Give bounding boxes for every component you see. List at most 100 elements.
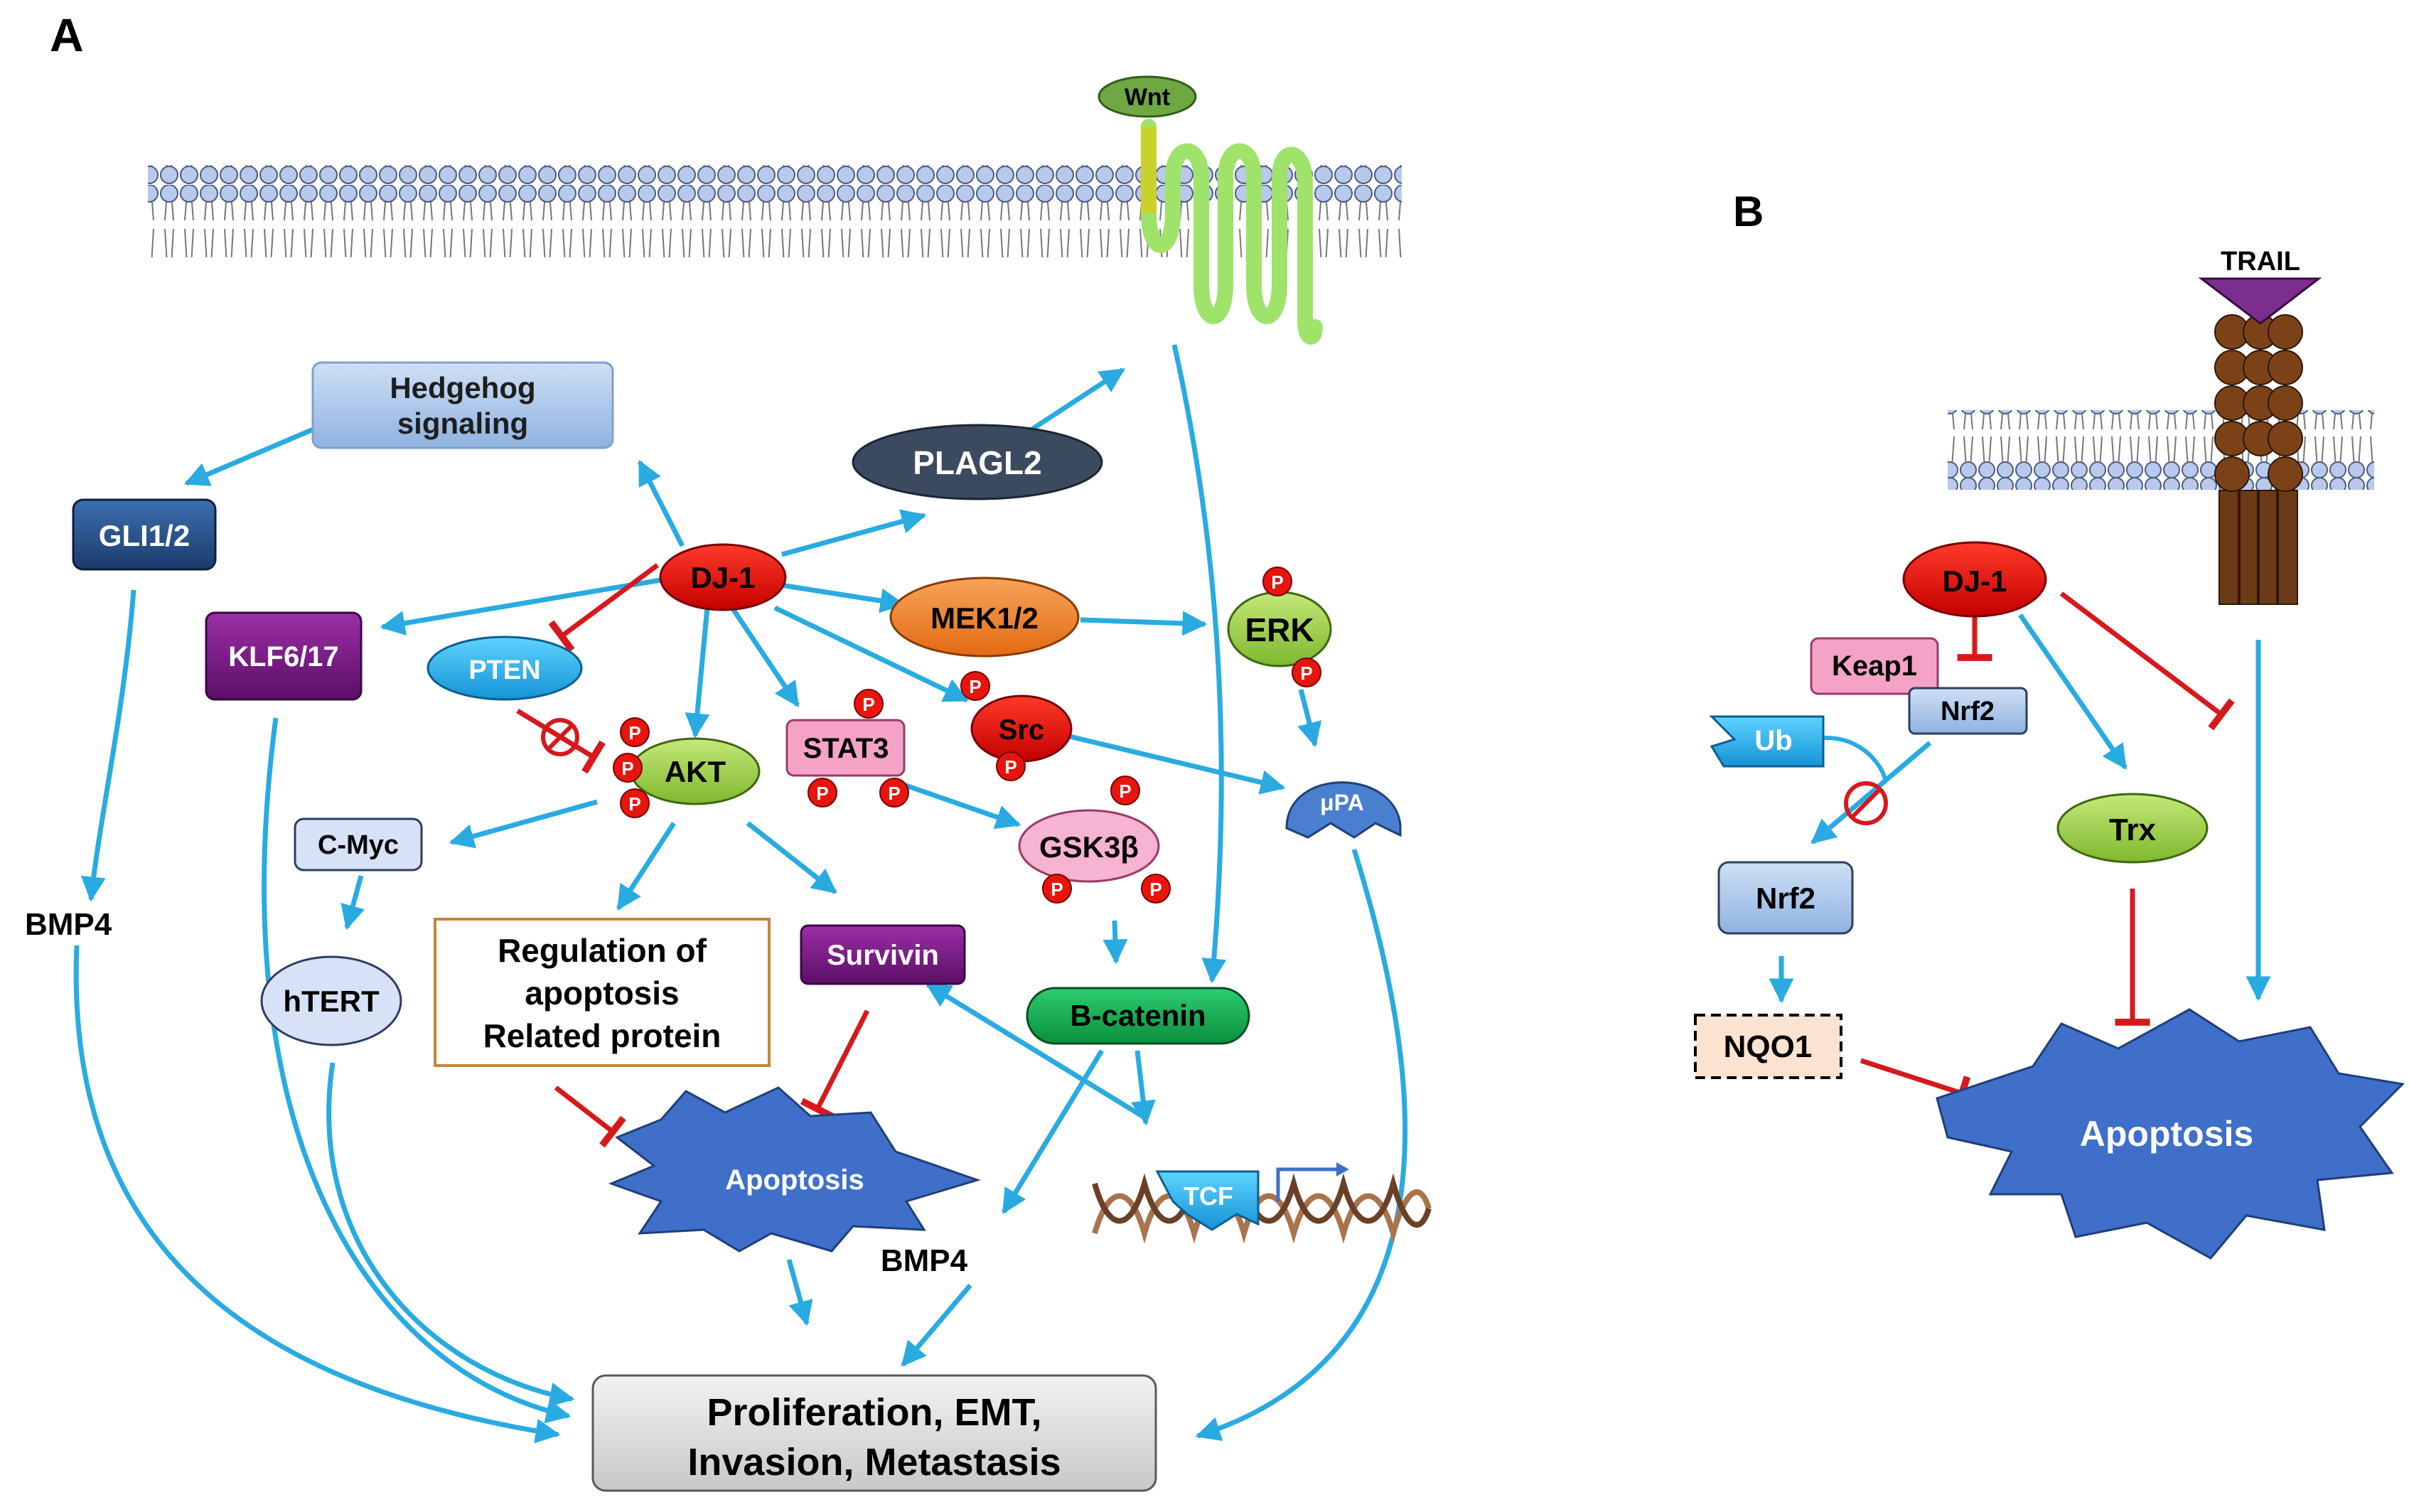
gsk-phospho-top: P [1110, 776, 1140, 805]
survivin-node: Survivin [800, 924, 966, 985]
svg-text:Proliferation, EMT,: Proliferation, EMT, [707, 1391, 1041, 1434]
svg-text:Survivin: Survivin [827, 940, 939, 971]
svg-text:P: P [1119, 781, 1131, 802]
svg-text:Trx: Trx [2109, 813, 2157, 847]
svg-text:P: P [1051, 879, 1063, 900]
stat3-node: STAT3 P P P [785, 689, 909, 808]
svg-text:apoptosis: apoptosis [525, 975, 679, 1012]
activation-arrows-b [1769, 613, 2271, 1004]
svg-text:P: P [816, 783, 828, 804]
bcatenin-node: B-catenin [1026, 987, 1250, 1045]
svg-text:Apoptosis: Apoptosis [725, 1164, 864, 1196]
akt-node: AKT P P P [613, 717, 761, 818]
nrf2-bound-node: Nrf2 [1908, 687, 2028, 735]
activation-arrows-a [73, 344, 1408, 1444]
svg-text:μPA: μPA [1320, 790, 1364, 815]
tcf-node: TCF [1155, 1170, 1260, 1231]
bmp4-left-label: BMP4 [25, 907, 112, 942]
outcome-box: Proliferation, EMT, Invasion, Metastasis [591, 1374, 1157, 1492]
stat3-phospho-top: P [854, 689, 884, 719]
svg-text:P: P [1004, 756, 1016, 778]
svg-text:AKT: AKT [665, 755, 726, 788]
erk-phospho-bottom: P [1292, 658, 1321, 687]
svg-text:P: P [628, 722, 640, 744]
svg-text:P: P [1300, 663, 1312, 684]
pten-node: PTEN [426, 636, 583, 701]
svg-text:MEK1/2: MEK1/2 [930, 601, 1039, 635]
svg-text:P: P [1149, 879, 1161, 900]
hedgehog-signaling-node: Hedgehog signaling [311, 361, 614, 449]
svg-text:P: P [621, 758, 633, 779]
inhibition-arrows-a [516, 563, 870, 1148]
cell-membrane-a [148, 165, 1402, 257]
svg-text:P: P [862, 694, 874, 715]
svg-text:TRAIL: TRAIL [2221, 247, 2300, 277]
svg-text:Ub: Ub [1754, 725, 1792, 756]
akt-phospho-1: P [620, 717, 650, 747]
stat3-phospho-right: P [879, 778, 909, 808]
svg-text:P: P [888, 783, 900, 804]
trail-ligand: TRAIL [2198, 247, 2322, 325]
ub-nrf2-link [1813, 736, 1887, 780]
svg-text:P: P [628, 793, 640, 815]
svg-text:KLF6/17: KLF6/17 [228, 641, 339, 672]
gsk3b-node: GSK3β P P P [1018, 776, 1171, 904]
svg-text:Apoptosis: Apoptosis [2080, 1114, 2253, 1154]
mek-node: MEK1/2 [889, 577, 1080, 658]
bmp4-center-label: BMP4 [881, 1243, 968, 1278]
dj1-node-a: DJ-1 [659, 543, 787, 611]
src-node: Src P P [960, 671, 1073, 781]
src-phospho-top: P [960, 671, 990, 701]
panel-b-label: B [1733, 188, 1764, 235]
ub-node: Ub [1709, 715, 1825, 768]
svg-text:STAT3: STAT3 [803, 733, 889, 764]
svg-text:TCF: TCF [1184, 1181, 1233, 1211]
gsk-phospho-left: P [1042, 874, 1072, 904]
dna-helix [1092, 1173, 1432, 1244]
akt-phospho-2: P [613, 753, 643, 783]
transcription-start-arrow [1276, 1162, 1349, 1201]
htert-node: hTERT [260, 955, 402, 1046]
wnt-ligand: Wnt [1098, 75, 1197, 118]
nrf2-node: Nrf2 [1717, 861, 1854, 935]
klf-node: KLF6/17 [205, 611, 363, 701]
svg-text:NQO1: NQO1 [1724, 1029, 1813, 1064]
inhibition-arrows-b [1860, 591, 2235, 1111]
svg-text:PTEN: PTEN [468, 655, 540, 685]
svg-text:Invasion, Metastasis: Invasion, Metastasis [687, 1441, 1061, 1484]
svg-text:PLAGL2: PLAGL2 [913, 444, 1041, 481]
wnt-label: Wnt [1125, 84, 1170, 111]
cell-membrane-b [1948, 410, 2374, 490]
keap1-node: Keap1 [1810, 637, 1939, 695]
svg-text:ERK: ERK [1245, 611, 1314, 648]
erk-node: ERK P P [1227, 567, 1332, 687]
cmyc-node: C-Myc [294, 817, 423, 872]
nqo1-node: NQO1 [1694, 1014, 1842, 1079]
frizzled-receptor [1141, 119, 1323, 345]
svg-text:GSK3β: GSK3β [1039, 830, 1139, 864]
svg-text:Regulation of: Regulation of [498, 932, 707, 969]
akt-phospho-3: P [620, 788, 650, 818]
svg-text:DJ-1: DJ-1 [690, 561, 755, 594]
svg-text:Nrf2: Nrf2 [1941, 697, 1995, 726]
svg-text:P: P [969, 676, 981, 697]
stat3-phospho-left: P [808, 778, 837, 808]
panel-a-label: A [50, 9, 84, 61]
svg-text:Src: Src [999, 714, 1045, 746]
gsk-phospho-right: P [1141, 874, 1171, 904]
blocked-sign-a [541, 718, 579, 756]
svg-text:DJ-1: DJ-1 [1942, 564, 2007, 598]
svg-text:Nrf2: Nrf2 [1756, 881, 1815, 915]
trail-receptor [2214, 314, 2303, 605]
apoptosis-burst-a: Apoptosis [608, 1086, 981, 1253]
upa-node: μPA [1285, 781, 1402, 839]
dj1-node-b: DJ-1 [1902, 541, 2047, 618]
svg-text:B-catenin: B-catenin [1070, 999, 1206, 1032]
gli-node: GLI1/2 [72, 498, 217, 571]
svg-text:Related protein: Related protein [483, 1017, 721, 1054]
svg-text:signaling: signaling [397, 407, 528, 440]
regulation-apoptosis-box: Regulation of apoptosis Related protein [434, 918, 771, 1067]
trx-node: Trx [2056, 793, 2209, 864]
svg-text:GLI1/2: GLI1/2 [99, 519, 190, 552]
apoptosis-burst-b: Apoptosis [1936, 1008, 2405, 1260]
